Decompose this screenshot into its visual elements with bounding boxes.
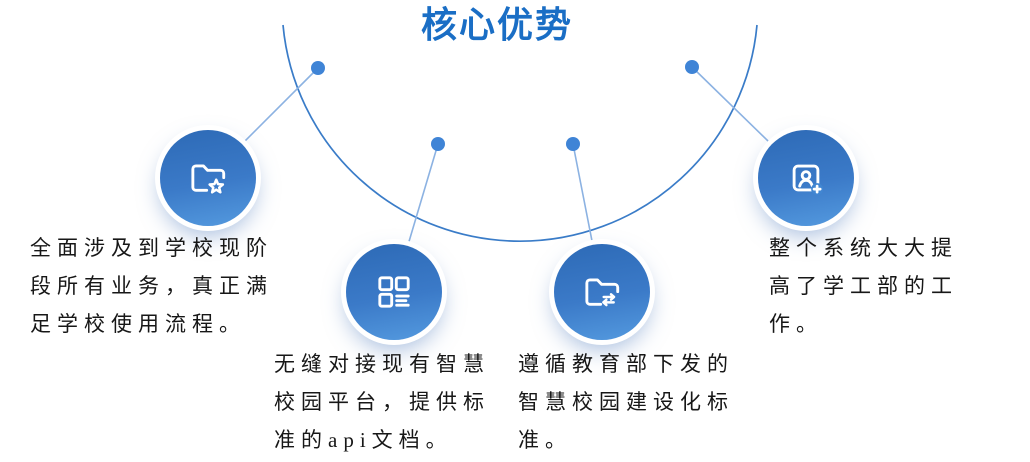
feature-text-3: 遵循教育部下发的智慧校园建设化标准。	[518, 352, 734, 452]
arc-dot-1	[311, 61, 325, 75]
feature-circle-2	[346, 244, 442, 340]
arc-curve	[282, 24, 758, 242]
feature-circle-3	[554, 244, 650, 340]
feature-text-1: 全面涉及到学校现阶段所有业务，真正满足学校使用流程。	[30, 236, 273, 336]
feature-circle-4	[758, 130, 854, 226]
arc-dot-4	[685, 60, 699, 74]
feature-circle-1	[160, 130, 256, 226]
grid-dashboard-icon	[378, 276, 410, 308]
arc-dot-3	[566, 137, 580, 151]
arc-dot-2	[431, 137, 445, 151]
page-title: 核心优势	[421, 4, 574, 45]
folder-transfer-icon	[585, 278, 620, 307]
folder-star-icon	[191, 164, 226, 195]
feature-text-4: 整个系统大大提高了学工部的工作。	[769, 236, 958, 336]
user-add-icon	[792, 164, 824, 196]
feature-text-2: 无缝对接现有智慧校园平台，提供标准的api文档。	[274, 352, 490, 452]
